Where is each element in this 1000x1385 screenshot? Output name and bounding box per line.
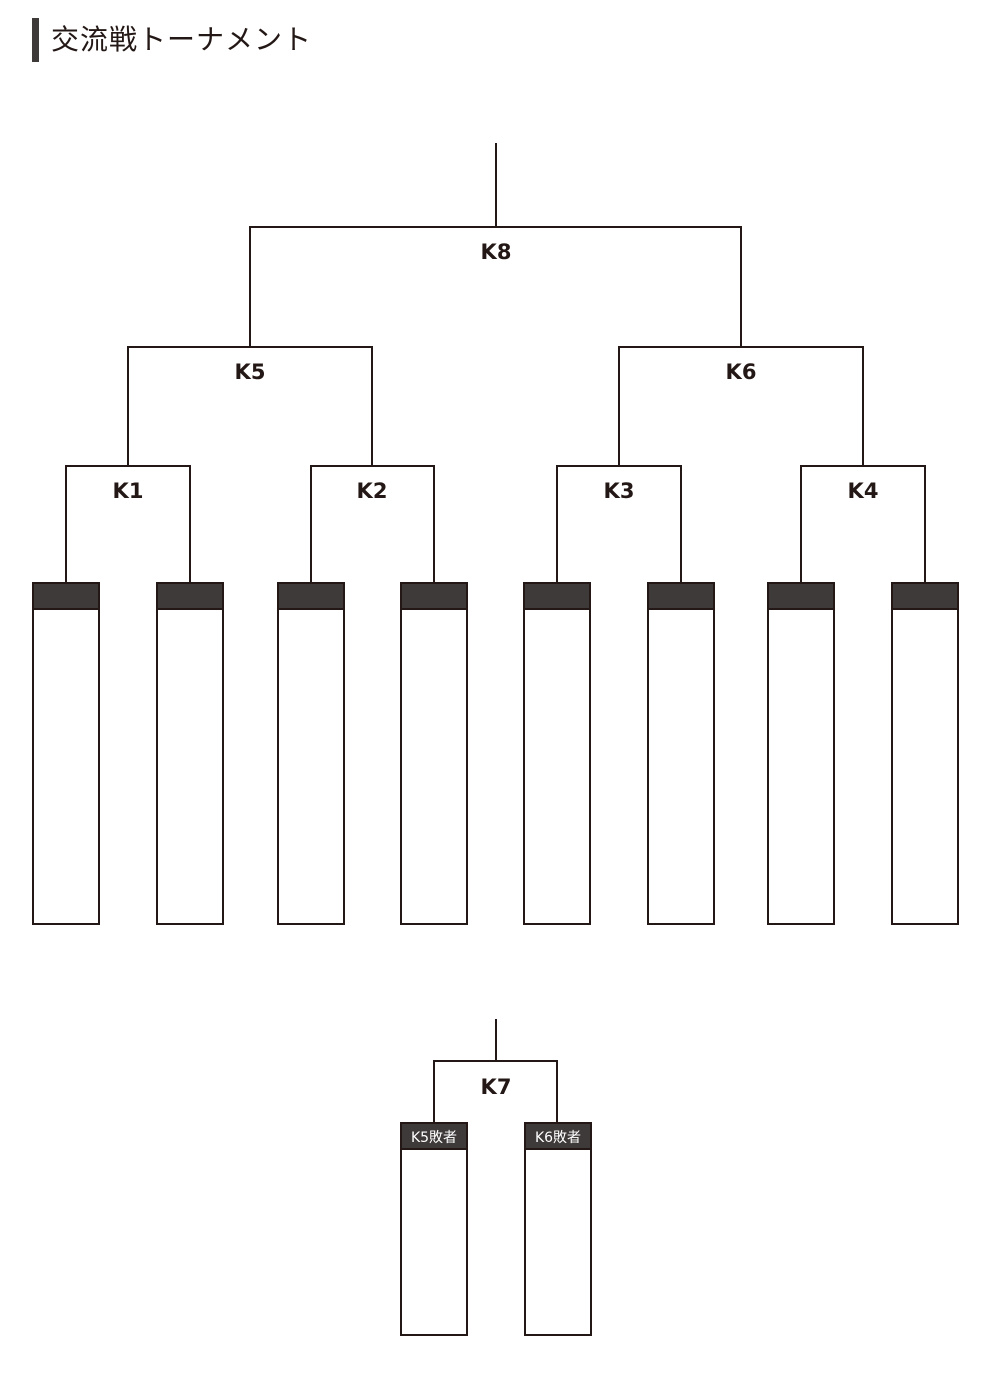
team-slot-body[interactable] xyxy=(891,582,959,925)
title-accent-bar xyxy=(32,18,39,62)
team-slot-8[interactable] xyxy=(891,582,959,925)
team-slot-4[interactable] xyxy=(400,582,468,925)
team-slot-body[interactable] xyxy=(277,582,345,925)
k2-connector xyxy=(310,465,435,583)
team-slot-body[interactable] xyxy=(32,582,100,925)
team-slot-body[interactable] xyxy=(400,1122,468,1336)
k4-connector xyxy=(800,465,926,583)
k6-connector xyxy=(618,346,864,466)
team-slot-header xyxy=(400,1122,468,1150)
team-slot-2[interactable] xyxy=(156,582,224,925)
team-slot-body[interactable] xyxy=(523,582,591,925)
page-title: 交流戦トーナメント xyxy=(32,18,312,62)
team-slot-header xyxy=(32,582,100,610)
team-slot-3[interactable] xyxy=(277,582,345,925)
team-slot-header xyxy=(524,1122,592,1150)
match-label-k6: K6 xyxy=(726,360,757,384)
team-slot-header xyxy=(400,582,468,610)
k1-connector xyxy=(65,465,191,583)
match-label-k2: K2 xyxy=(357,479,388,503)
main-team-slots xyxy=(32,582,959,925)
team-slot-header xyxy=(523,582,591,610)
team-slot-body[interactable] xyxy=(647,582,715,925)
team-slot-header xyxy=(647,582,715,610)
team-slot-6[interactable] xyxy=(647,582,715,925)
k8-connector xyxy=(249,226,742,347)
team-slot-header xyxy=(277,582,345,610)
main-bracket-lines xyxy=(65,143,926,583)
page-title-text: 交流戦トーナメント xyxy=(51,23,313,56)
match-label-k1: K1 xyxy=(113,479,144,503)
team-slot-header xyxy=(891,582,959,610)
slot-caption-k6-loser: K6敗者 xyxy=(535,1130,581,1146)
team-slot-body[interactable] xyxy=(400,582,468,925)
team-slot-7[interactable] xyxy=(767,582,835,925)
slot-caption-k5-loser: K5敗者 xyxy=(411,1130,457,1146)
team-slot-1[interactable] xyxy=(32,582,100,925)
k3-connector xyxy=(556,465,682,583)
match-label-k5: K5 xyxy=(235,360,266,384)
team-slot-5[interactable] xyxy=(523,582,591,925)
team-slot-body[interactable] xyxy=(524,1122,592,1336)
third-place-slot-left[interactable]: K5敗者 xyxy=(400,1122,468,1336)
team-slot-header xyxy=(156,582,224,610)
team-slot-body[interactable] xyxy=(767,582,835,925)
k5-connector xyxy=(127,346,373,466)
match-label-k8: K8 xyxy=(481,240,512,264)
match-label-k4: K4 xyxy=(848,479,879,503)
third-place-bracket: K7 K5敗者 K6敗者 xyxy=(400,1019,592,1336)
team-slot-body[interactable] xyxy=(156,582,224,925)
team-slot-header xyxy=(767,582,835,610)
match-label-k7: K7 xyxy=(481,1075,512,1099)
k7-connector xyxy=(433,1060,558,1123)
match-label-k3: K3 xyxy=(604,479,635,503)
third-place-slot-right[interactable]: K6敗者 xyxy=(524,1122,592,1336)
